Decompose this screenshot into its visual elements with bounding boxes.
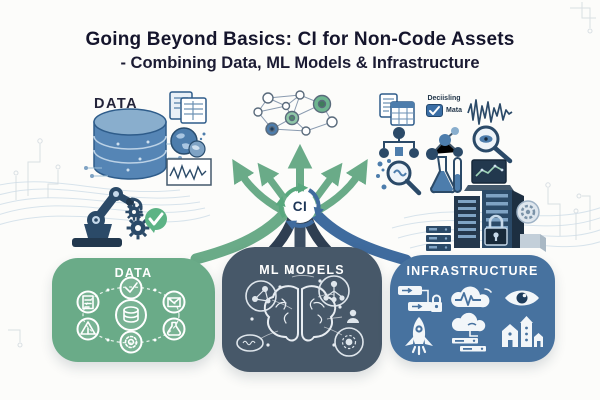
gear-icon: [125, 203, 143, 221]
circuit-traces: [8, 2, 596, 348]
document-node-icon: [76, 290, 100, 314]
molecule-icon: [426, 127, 463, 160]
gear-node-icon: [334, 327, 364, 357]
pipeline-lock-icon: [398, 286, 442, 312]
decision-caption-line1: Deciisling: [427, 95, 461, 102]
tree-node-icon: [318, 275, 350, 307]
robot-arm-icon: [72, 187, 167, 247]
brain-icon: [236, 270, 364, 357]
flasks-icon: [430, 156, 462, 194]
panel-infrastructure: INFRASTRUCTURE: [390, 255, 555, 362]
check-node-icon: [119, 276, 143, 300]
molecule-node-icon: [245, 280, 277, 312]
magnifier-eye-icon: [472, 125, 513, 164]
hierarchy-icon: [379, 127, 419, 158]
person-icon: [347, 309, 359, 323]
gear-node-icon: [119, 330, 143, 354]
gear-badge-icon: [516, 200, 540, 224]
waveform-chart-icon: [166, 158, 212, 186]
code-badge-icon: [236, 334, 264, 352]
panel-data: DATA: [52, 258, 215, 362]
buildings-icon: [502, 316, 543, 347]
signal-icon: [467, 99, 513, 125]
server-rack-icon: [426, 190, 546, 252]
low-server: [426, 226, 451, 251]
panel-data-header: DATA: [114, 266, 153, 280]
gear-icon: [126, 216, 150, 240]
network-graph-icon: [253, 90, 338, 136]
data-cluster-label: DATA: [94, 96, 139, 112]
database-hub-icon: [76, 276, 186, 354]
magnifier-specks-icon: [376, 159, 422, 196]
padlock-icon: [484, 214, 508, 246]
documents-icon: [169, 91, 207, 124]
cloud-server-icon: [451, 312, 486, 352]
ci-cycle-arrows-icon: [275, 182, 324, 231]
check-badge-icon: [145, 208, 167, 233]
globe-icon: [170, 127, 206, 158]
eye-icon: [505, 290, 539, 306]
page-subtitle: - Combining Data, ML Models & Infrastruc…: [120, 54, 480, 72]
rocket-icon: [405, 317, 433, 356]
cloud-pulse-icon: [451, 286, 492, 308]
decision-caption: Deciisling Mata: [420, 95, 468, 118]
laptop-chart-icon: [464, 159, 514, 191]
decision-checkbox-icon: [426, 104, 444, 118]
database-icon: [84, 108, 182, 180]
panel-infra-header: INFRASTRUCTURE: [406, 264, 539, 278]
panel-ml-models: ML MODELS: [222, 247, 382, 372]
panel-ml-header: ML MODELS: [259, 263, 345, 277]
flask-node-icon: [162, 317, 186, 341]
box-icon: [520, 234, 546, 252]
title-block: Going Beyond Basics: CI for Non-Code Ass…: [0, 29, 600, 73]
page-title: Going Beyond Basics: CI for Non-Code Ass…: [85, 29, 515, 50]
ci-label: CI: [292, 199, 308, 214]
files-icon: [379, 93, 415, 126]
decision-caption-line2: Mata: [446, 107, 462, 115]
